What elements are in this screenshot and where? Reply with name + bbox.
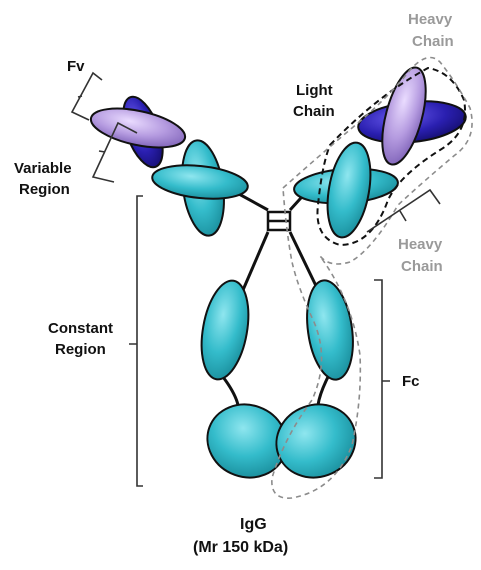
left-cl-domain	[151, 161, 250, 203]
constant-region-label-line2: Region	[55, 341, 106, 358]
ch2-right-domain	[301, 277, 358, 382]
ch3-right-domain	[266, 393, 366, 488]
heavy-chain-top-label-line2: Chain	[412, 33, 454, 50]
fc-bracket	[374, 280, 390, 478]
fv-label: Fv	[67, 58, 85, 75]
right-cl-domain	[321, 139, 377, 240]
caption-line1: IgG	[240, 516, 267, 533]
caption-line2: (Mr 150 kDa)	[193, 539, 288, 556]
variable-region-label-line1: Variable	[14, 160, 72, 177]
light-chain-label-line2: Chain	[293, 103, 335, 120]
constant-region-bracket	[129, 196, 143, 486]
heavy-chain-right-label-line2: Chain	[401, 258, 443, 275]
constant-region-label-line1: Constant	[48, 320, 113, 337]
fc-label: Fc	[402, 373, 420, 390]
variable-region-label-line2: Region	[19, 181, 70, 198]
heavy-chain-top-label-line1: Heavy	[408, 11, 453, 28]
heavy-chain-right-label-line1: Heavy	[398, 236, 443, 253]
ch2-left-domain	[195, 277, 256, 383]
light-chain-label-line1: Light	[296, 82, 333, 99]
